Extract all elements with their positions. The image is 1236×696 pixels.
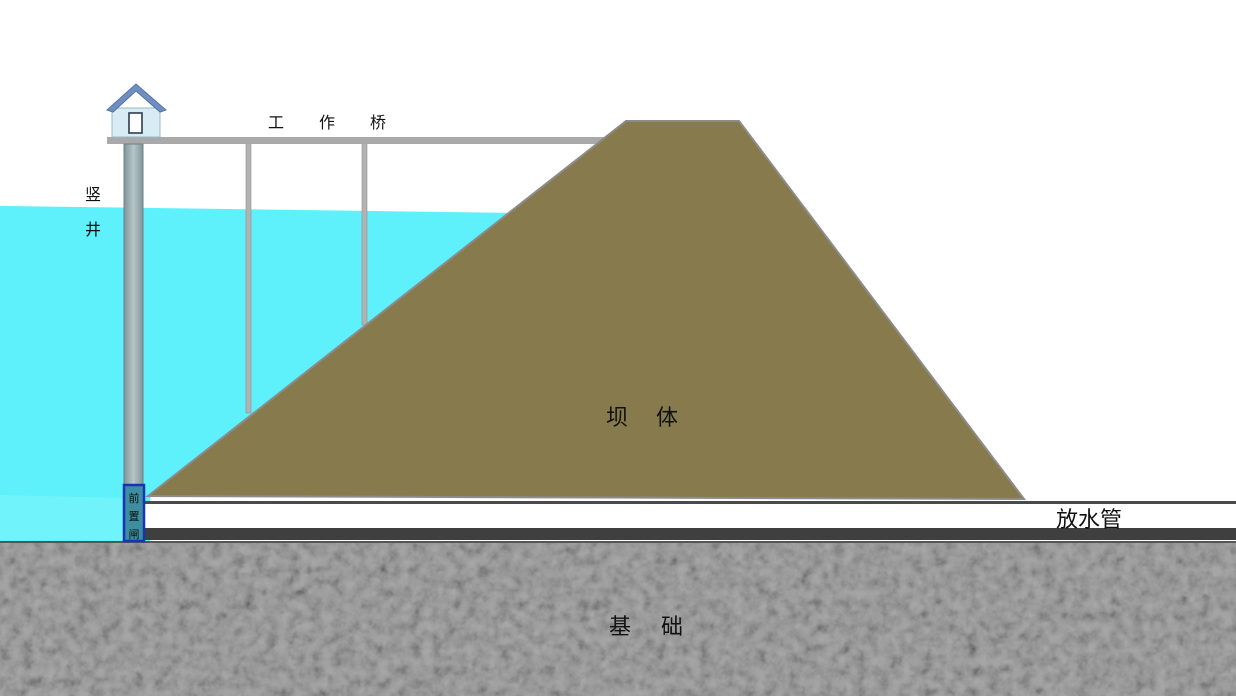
shaft-label-char-1: 竖 xyxy=(85,185,101,204)
foundation xyxy=(0,543,1236,696)
pipe-label: 放水管 xyxy=(1056,508,1122,533)
work-bridge-label-char-1: 工 xyxy=(268,113,284,132)
dam-body xyxy=(145,120,1027,501)
foundation-label-char-1: 基 xyxy=(609,615,631,640)
foundation-label-char-2: 础 xyxy=(661,615,683,640)
front-gate xyxy=(122,483,146,543)
work-bridge-label-char-2: 作 xyxy=(319,113,335,132)
outlet-pipe-wall xyxy=(144,501,1236,504)
bridge-hanger-1 xyxy=(245,142,252,414)
gate-label-char-3: 闸 xyxy=(129,528,140,541)
reservoir-water-shade xyxy=(0,495,125,540)
work-bridge-label-char-3: 桥 xyxy=(370,113,386,132)
bridge-hanger-2 xyxy=(361,142,368,326)
vertical-shaft xyxy=(123,143,144,489)
work-bridge-deck xyxy=(107,137,627,144)
outlet-pipe-bore xyxy=(144,504,1236,528)
dam-label-char-1: 坝 xyxy=(606,406,628,431)
control-house-icon xyxy=(106,83,167,138)
dam-label-char-2: 体 xyxy=(656,406,678,431)
shaft-label-char-2: 井 xyxy=(85,220,101,239)
outlet-pipe-base xyxy=(144,528,1236,540)
gate-label-char-2: 置 xyxy=(129,510,140,523)
gate-label-char-1: 前 xyxy=(129,491,140,505)
ground-line xyxy=(0,541,1236,543)
